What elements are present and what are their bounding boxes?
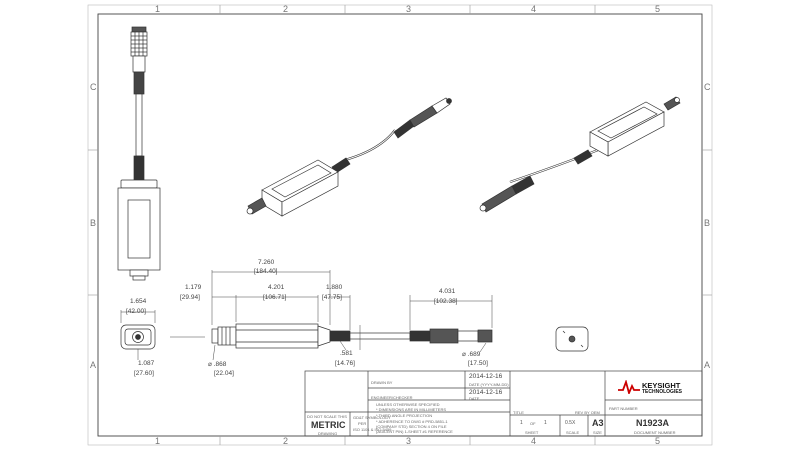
dim-front-length: 1.179	[185, 284, 202, 291]
tb-sheet-total: 1	[544, 420, 547, 426]
zone-col-5-top: 5	[655, 4, 661, 14]
tb-size: A3	[592, 418, 604, 428]
zone-col-3-bottom: 3	[406, 436, 412, 446]
strain-relief-bottom	[133, 155, 145, 181]
zone-col-5-bottom: 5	[655, 436, 661, 446]
zone-row-a-left: A	[90, 360, 97, 370]
zone-col-1-bottom: 1	[155, 436, 161, 446]
dim-overall-length: 7.260	[258, 259, 275, 266]
zone-row-c-left: C	[90, 82, 97, 92]
dim-end-height-mm: [27.60]	[134, 370, 154, 377]
tb-units-caption: DRAWING	[318, 431, 338, 436]
tb-doc-number: N1923A	[636, 418, 670, 428]
tb-date1-caption: DATE (YYYY-MM-DD)	[469, 382, 509, 387]
dim-neck-dia: .581	[340, 350, 353, 357]
tb-gdt-std: ISO 1101 & ISO 5459	[353, 427, 392, 432]
tb-date2: 2014-12-16	[469, 389, 503, 396]
tb-note-1: * DIMENSIONS ARE IN MILLIMETERS	[376, 407, 447, 412]
dim-connector-dia: ⌀ .689	[462, 351, 481, 358]
zone-col-1-top: 1	[155, 4, 161, 14]
tb-sheet-number: 1	[520, 420, 523, 426]
tb-gdt-per: PER	[358, 421, 367, 426]
tb-sheet-of: OF	[530, 421, 536, 426]
zone-col-2-top: 2	[283, 4, 289, 14]
dim-connector-dia-mm: [17.50]	[468, 360, 488, 367]
cable-vertical	[135, 93, 143, 157]
dim-neck-length: 1.880	[326, 284, 343, 291]
company-name: KEYSIGHT	[642, 381, 681, 390]
zone-row-b-left: B	[90, 218, 97, 228]
tb-date2-caption: DATE	[469, 396, 480, 401]
dim-overall-length-mm: [184.40]	[254, 268, 278, 275]
zone-col-4-bottom: 4	[531, 436, 537, 446]
dim-neck-dia-mm: [14.76]	[335, 360, 355, 367]
end-view-left	[120, 324, 156, 350]
tb-scale-caption: SCALE	[566, 430, 580, 435]
dim-front-dia: ⌀ .868	[208, 361, 227, 368]
side-view-horizontal	[211, 323, 493, 349]
tb-drawn-by-label: DRAWN BY	[371, 380, 393, 385]
inner-frame	[97, 13, 703, 437]
tb-title-label: TITLE	[513, 410, 524, 415]
keysight-wave-icon	[618, 380, 640, 394]
zone-col-2-bottom: 2	[283, 436, 289, 446]
body-neck	[120, 179, 158, 189]
outer-border	[87, 4, 713, 446]
dim-end-width: 1.654	[130, 298, 147, 305]
tb-note-5: (AGILENT PIN) 1-SHEET #1 REFERENCE	[376, 429, 453, 434]
tb-date1: 2014-12-16	[469, 373, 503, 380]
dim-body-length: 4.201	[268, 284, 285, 291]
tb-rev-label: REV BY OEM	[575, 410, 600, 415]
zone-row-b-right: B	[704, 218, 711, 228]
dim-front-length-mm: [29.94]	[180, 294, 200, 301]
dim-cable-length-mm: [102.38]	[434, 298, 458, 305]
zone-ticks	[88, 5, 712, 445]
tb-doc-caption: DOCUMENT NUMBER	[634, 430, 676, 435]
tb-no-scale-label: DO NOT SCALE THIS	[307, 414, 347, 419]
isometric-view-center	[246, 97, 452, 217]
top-connector-knurl	[130, 31, 148, 57]
tb-note-2: * THIRD ANGLE PROJECTION	[376, 413, 433, 418]
tb-note-3: * ADHERENCE TO DWG # PRD-5851-1	[376, 419, 448, 424]
tb-note-4: (COMPANY STD) SECTION 4 ON FILE	[376, 424, 447, 429]
dim-end-width-mm: [42.00]	[126, 308, 146, 315]
tb-units: METRIC	[311, 420, 346, 430]
tb-sheet-caption: SHEET	[525, 430, 539, 435]
tb-scale: 0.5X	[565, 420, 576, 426]
tb-part-label: PART NUMBER	[609, 406, 638, 411]
dim-front-dia-mm: [22.04]	[214, 370, 234, 377]
tb-note-0: UNLESS OTHERWISE SPECIFIED	[376, 402, 440, 407]
isometric-view-right	[479, 96, 681, 213]
tb-size-caption: SIZE	[593, 430, 602, 435]
tb-engineer-label: ENGINEER/CHECKER	[371, 395, 413, 400]
tb-gdt-label: GD&T SYMBOLOGY	[353, 415, 391, 420]
dim-end-height: 1.087	[138, 360, 155, 367]
title-block-lines	[304, 370, 703, 437]
dim-neck-length-mm: [47.75]	[322, 294, 342, 301]
strain-relief-top	[133, 71, 145, 95]
zone-col-3-top: 3	[406, 4, 412, 14]
end-view-right	[555, 326, 589, 352]
dimension-lines	[120, 270, 493, 361]
zone-col-4-top: 4	[531, 4, 537, 14]
dim-body-length-mm: [106.71]	[263, 294, 287, 301]
dim-cable-length: 4.031	[439, 288, 456, 295]
zone-row-c-right: C	[704, 82, 711, 92]
zone-row-a-right: A	[704, 360, 711, 370]
side-view-vertical	[117, 26, 161, 281]
company-subname: TECHNOLOGIES	[642, 389, 683, 395]
body-label-window	[127, 199, 151, 259]
top-connector-cap	[131, 26, 147, 33]
